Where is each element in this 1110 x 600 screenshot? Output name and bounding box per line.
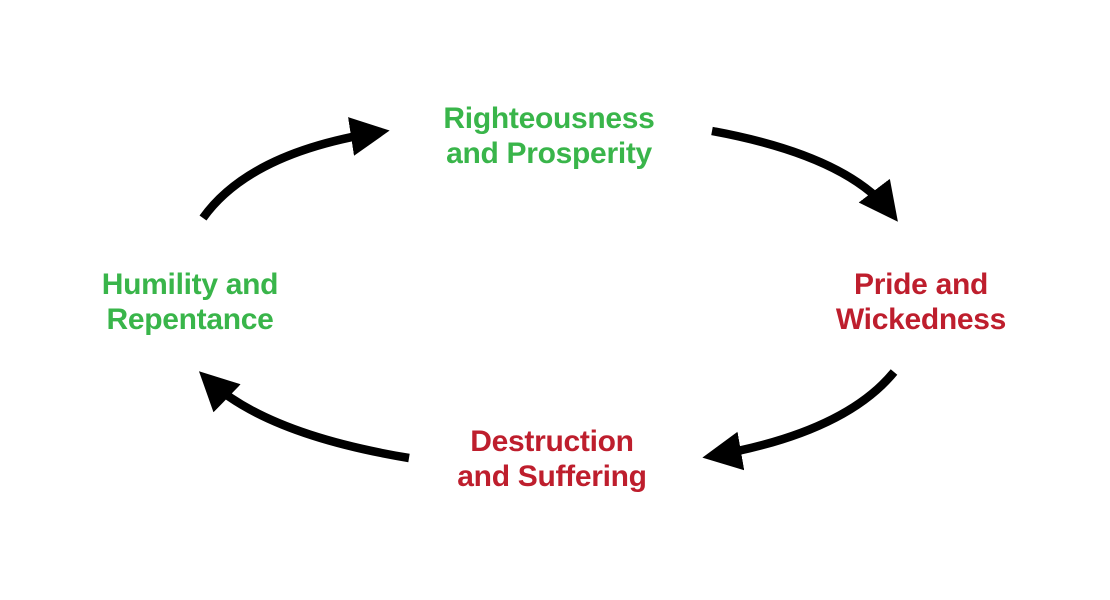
node-label-line: Humility and — [101, 268, 279, 301]
node-label-line: Righteousness — [443, 102, 655, 135]
arrow-pride-to-destruction-icon — [702, 369, 898, 471]
node-righteousness-prosperity: Righteousness and Prosperity — [443, 101, 654, 171]
arrow-righteousness-to-pride-icon — [711, 126, 898, 222]
node-humility-repentance: Humility and Repentance — [101, 267, 279, 337]
node-label-line: Pride and — [854, 268, 988, 301]
node-label-line: Repentance — [106, 303, 274, 336]
node-label-line: and Prosperity — [446, 137, 652, 170]
node-label-line: Destruction — [470, 425, 634, 458]
node-destruction-suffering: Destruction and Suffering — [457, 424, 647, 494]
arrow-destruction-to-humility-icon — [198, 371, 410, 463]
arrow-humility-to-righteousness-icon — [199, 117, 390, 221]
node-label-line: and Suffering — [457, 460, 647, 493]
node-label-line: Wickedness — [835, 303, 1007, 336]
node-pride-wickedness: Pride and Wickedness — [836, 267, 1006, 337]
